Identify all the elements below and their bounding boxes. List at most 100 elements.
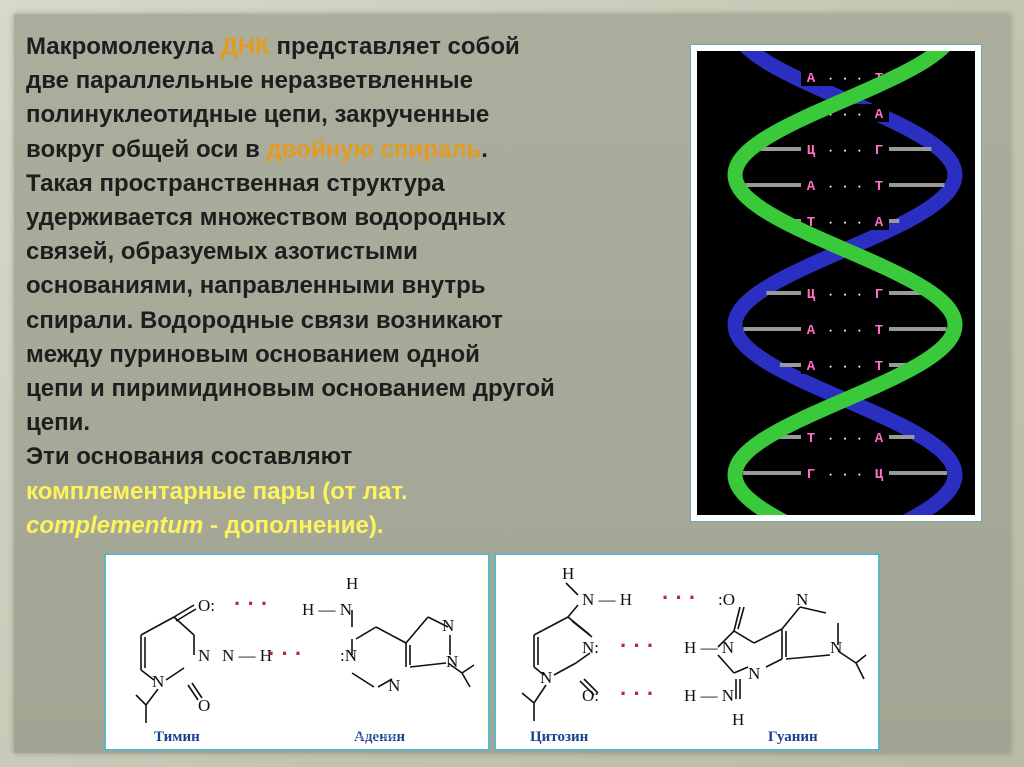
base-dots: · · · (827, 144, 863, 158)
text-line: основаниями, направленными внутрь (26, 272, 486, 300)
dna-term: ДНК (220, 33, 270, 60)
atom-label: N (198, 646, 210, 665)
cytosine-guanine-structure: H N — H N: N O: :O H — N N N N H — N H ·… (494, 553, 880, 751)
text-line: Такая пространственная структура (26, 169, 445, 197)
base-right-letter: А (875, 215, 884, 231)
hydrogen-bond-dots: · · · (268, 641, 302, 666)
hydrogen-bond-dots: · · · (620, 681, 654, 706)
base-pair: Т · · · А (790, 212, 900, 231)
base-dots: · · · (827, 72, 863, 86)
hydrogen-bond-dots: · · · (620, 633, 654, 658)
base-left-letter: Т (807, 215, 815, 231)
base-pair-label-bg (801, 356, 889, 374)
thymine-label: Тимин (154, 729, 200, 745)
atom-label: N (442, 616, 454, 635)
atom-label: H (732, 710, 744, 729)
base-dots: · · · (827, 180, 863, 194)
text-line: вокруг общей оси в двойную спираль. (26, 135, 488, 163)
base-left-letter: А (807, 323, 816, 339)
atom-label: N (152, 672, 164, 691)
base-right-letter: Т (875, 179, 883, 195)
atom-label: H — N (684, 686, 734, 705)
base-right-letter: Т (875, 323, 883, 339)
thymine-adenine-svg: O: N N — H N O H H — N :N N N N · · · · … (135, 574, 475, 745)
atom-label: N (540, 668, 552, 687)
atom-label: H (346, 574, 358, 593)
text-line: две параллельные неразветвленные (26, 67, 473, 95)
dna-helix-figure: А · · · Т Т · · · А Ц · · · Г А · · · Т Т · · · А Ц · · … (690, 44, 982, 522)
base-pair-label-bg (801, 68, 889, 86)
guanine-label: Гуанин (768, 729, 818, 745)
adenine-label: Аденин (354, 729, 405, 745)
base-dots: · · · (827, 360, 863, 374)
dna-strand-green (727, 51, 963, 515)
atom-label: :N (340, 646, 357, 665)
atom-label: N (796, 590, 808, 609)
footer-date: 05.02.2024 (636, 728, 702, 743)
base-pair-label-bg (801, 464, 889, 482)
double-helix-term: двойную спираль (266, 135, 482, 163)
base-right-letter: А (875, 431, 884, 447)
atom-label: :O (718, 590, 735, 609)
base-left-letter: А (807, 71, 816, 87)
text-line: цепи и пиримидиновым основанием другой (26, 375, 555, 403)
latin-word: complementum (26, 511, 204, 539)
base-dots: · · · (827, 432, 863, 446)
text-line: цепи. (26, 409, 91, 437)
base-pair: А · · · Т (745, 176, 945, 195)
thymine-adenine-structure: O: N N — H N O H H — N :N N N N · · · · … (104, 553, 490, 751)
cytosine-label: Цитозин (530, 729, 589, 745)
hydrogen-bond-dots: · · · (662, 585, 696, 610)
atom-label: N — H (582, 590, 632, 609)
atom-label: N (830, 638, 842, 657)
atom-label: O: (582, 686, 599, 705)
atom-label: H — N (302, 600, 352, 619)
atom-label: O (198, 696, 210, 715)
base-pair-label-bg (801, 320, 889, 338)
base-pair: Т· · ·А (775, 428, 915, 447)
text-line: Макромолекула ДНК представляет собой (26, 33, 520, 60)
text-line: спирали. Водородные связи возникают (26, 306, 503, 334)
base-pair-label-bg (801, 284, 889, 302)
base-right-letter: Т (875, 359, 883, 375)
hydrogen-bond-dots: · · · (234, 591, 268, 616)
text-line: между пуриновым основанием одной (26, 340, 480, 368)
atom-label: N — H (222, 646, 272, 665)
base-pair: Ц · · · Г (766, 284, 924, 303)
base-pair: А · · · Т (743, 320, 947, 339)
base-pair-label-bg (801, 212, 889, 230)
footer-author: Мухтуллаев А. А. | Некрасов (226, 728, 399, 743)
base-left-letter: Ц (807, 143, 816, 159)
base-dots: · · · (827, 468, 863, 482)
text-line: связей, образуемых азотистыми (26, 238, 418, 266)
base-left-letter: А (807, 179, 816, 195)
main-text: Макромолекула ДНК представляет собой две… (26, 30, 666, 543)
base-left-letter: Ц (807, 287, 816, 303)
text-line: удерживается множеством водородных (26, 204, 506, 232)
base-left-letter: А (807, 359, 816, 375)
base-dots: · · · (827, 324, 863, 338)
latin-definition: complementum - дополнение). (26, 511, 384, 539)
complementary-pairs-term: комплементарные пары (от лат. (26, 477, 408, 505)
base-dots: · · · (827, 216, 863, 230)
dna-helix-svg: А · · · Т Т · · · А Ц · · · Г А · · · Т Т · · · А Ц · · … (727, 51, 963, 515)
base-pair: А · · · Т (779, 356, 911, 375)
base-pair-label-bg (801, 428, 889, 446)
base-left-letter: Г (807, 467, 815, 483)
text-line: Эти основания составляют (26, 443, 353, 471)
dna-strand-blue (727, 51, 963, 515)
atom-label: H — N (684, 638, 734, 657)
base-right-letter: Ц (875, 467, 884, 483)
base-pair-label-bg (801, 140, 889, 158)
atom-label: N: (582, 638, 599, 657)
base-dots: · · · (827, 288, 863, 302)
base-right-letter: Г (875, 287, 883, 303)
base-pair: Ц · · · Г (758, 140, 932, 159)
text-line: полинуклеотидные цепи, закрученные (26, 101, 490, 129)
atom-label: O: (198, 596, 215, 615)
base-pair: Г · · · Ц (743, 464, 947, 483)
base-right-letter: Г (875, 143, 883, 159)
cytosine-guanine-svg: H N — H N: N O: :O H — N N N N H — N H ·… (521, 564, 867, 745)
atom-label: N (748, 664, 760, 683)
base-right-letter: А (875, 107, 884, 123)
